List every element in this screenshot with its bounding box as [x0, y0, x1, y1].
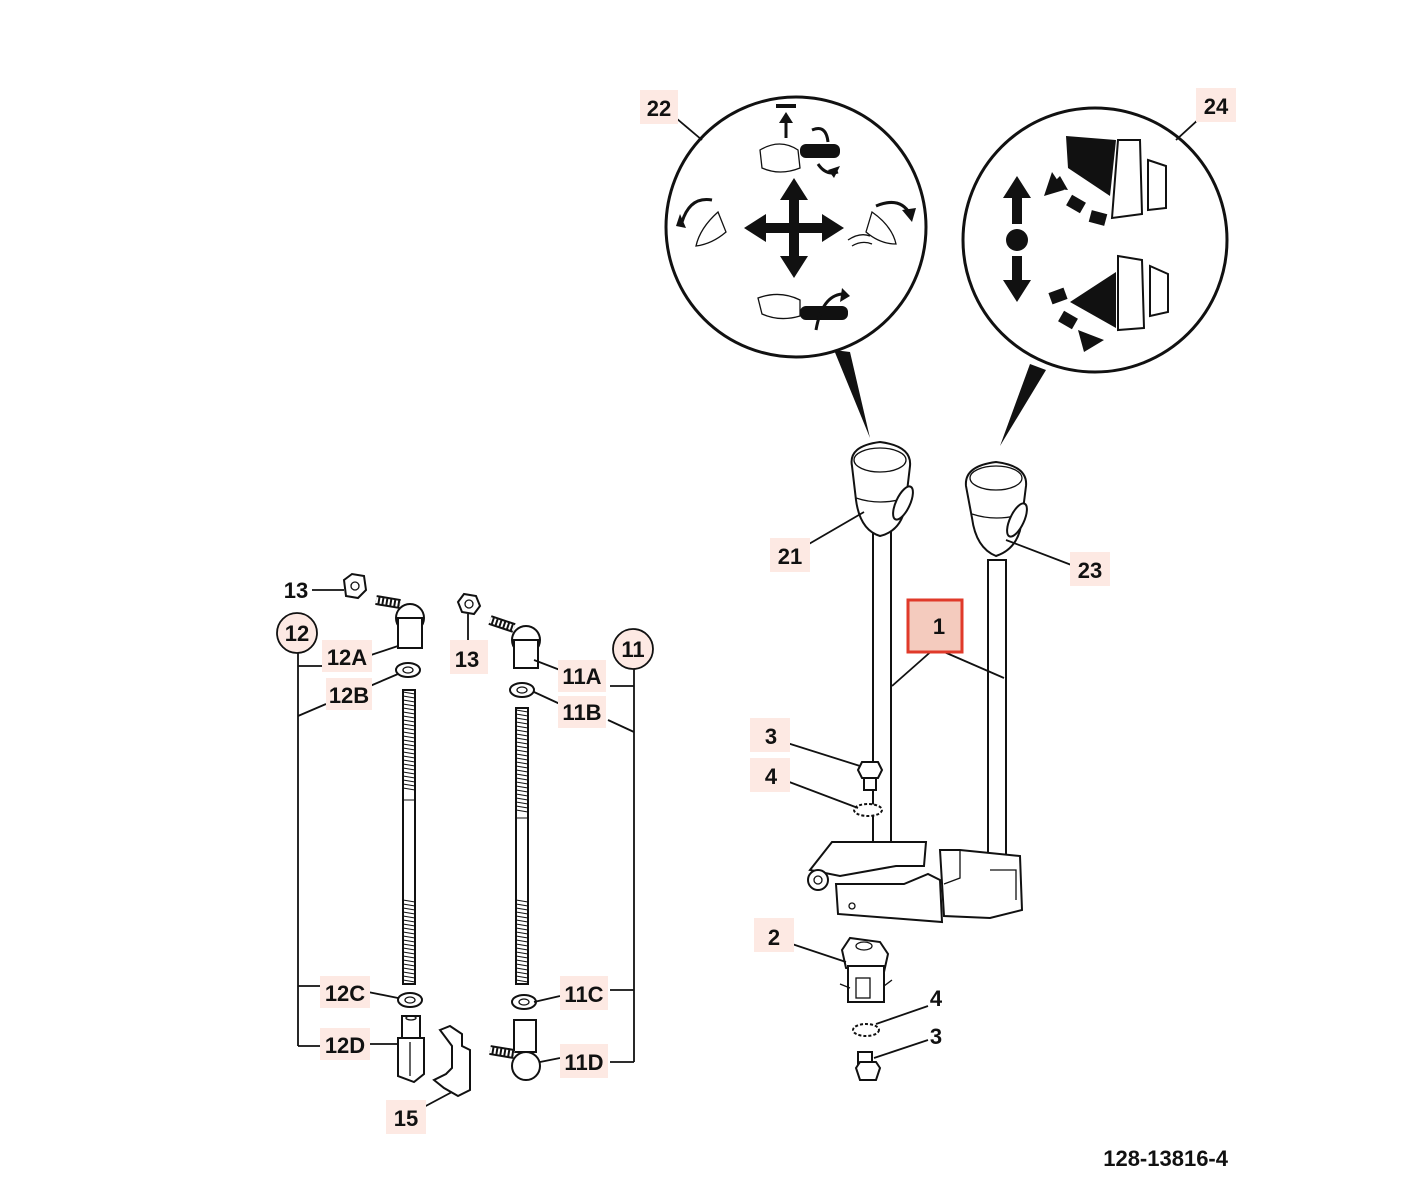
callout-12A[interactable]: 12A [322, 640, 372, 672]
up-down-arrow-icon [1003, 176, 1031, 302]
svg-text:2: 2 [768, 925, 780, 950]
callout-11A[interactable]: 11A [558, 660, 606, 692]
retaining-clip [432, 1024, 471, 1098]
callout-13-right[interactable]: 13 [450, 640, 488, 674]
callout-2[interactable]: 2 [754, 918, 794, 952]
bolt-upper [856, 761, 884, 791]
svg-text:12B: 12B [329, 683, 369, 708]
attachment-close-icon [1048, 254, 1169, 352]
rod-assembly-11 [456, 592, 541, 1081]
callout-4-upper[interactable]: 4 [750, 758, 790, 792]
callout-24[interactable]: 24 [1196, 88, 1236, 122]
callout-12C[interactable]: 12C [320, 976, 370, 1008]
lock-washer-lower [852, 1023, 880, 1037]
nut-13-right [456, 592, 482, 616]
leader-lines [312, 117, 1201, 1109]
bucket-dump-icon [847, 200, 916, 247]
boom-raise-icon [759, 104, 840, 178]
callout-12D[interactable]: 12D [320, 1028, 370, 1060]
callout-11-circle[interactable]: 11 [612, 628, 654, 670]
svg-text:12C: 12C [325, 981, 365, 1006]
group-bracket-12 [297, 652, 327, 1047]
callout-21[interactable]: 21 [770, 538, 810, 572]
svg-text:11: 11 [621, 637, 644, 662]
nut-13-left [342, 572, 368, 600]
svg-text:24: 24 [1204, 94, 1229, 119]
callout-3-upper[interactable]: 3 [750, 718, 790, 752]
four-way-arrow-icon [744, 178, 844, 278]
callout-4-lower[interactable]: 4 [930, 986, 943, 1011]
callout-23[interactable]: 23 [1070, 552, 1110, 586]
attachment-open-icon [1044, 136, 1167, 226]
joystick-left-symbol-circle [664, 95, 928, 438]
callout-3-lower[interactable]: 3 [930, 1024, 942, 1049]
callout-12-circle[interactable]: 12 [276, 612, 318, 654]
drawing-number: 128-13816-4 [1103, 1146, 1229, 1171]
lock-washer-upper [853, 803, 883, 817]
svg-text:12A: 12A [327, 645, 367, 670]
lever-mounting-bracket [807, 841, 1024, 924]
callout-13-left[interactable]: 13 [284, 578, 308, 603]
rod-assembly-12 [342, 572, 425, 1084]
callout-15[interactable]: 15 [386, 1100, 426, 1134]
callout-11B[interactable]: 11B [558, 696, 606, 728]
bolt-lower [854, 1051, 882, 1081]
svg-text:23: 23 [1078, 558, 1102, 583]
callout-12B[interactable]: 12B [326, 678, 372, 710]
svg-text:3: 3 [765, 724, 777, 749]
svg-text:13: 13 [284, 578, 308, 603]
callout-11C[interactable]: 11C [560, 976, 608, 1010]
svg-text:11B: 11B [562, 700, 601, 725]
svg-text:21: 21 [778, 544, 802, 569]
universal-joint [839, 936, 893, 1003]
svg-text:11D: 11D [564, 1050, 603, 1075]
joystick-lever-right [964, 460, 1028, 863]
svg-text:1: 1 [933, 614, 945, 639]
svg-text:11A: 11A [562, 664, 601, 689]
bucket-crowd-icon [676, 197, 727, 247]
boom-lower-icon [757, 288, 850, 331]
svg-text:3: 3 [930, 1024, 942, 1049]
svg-text:12D: 12D [325, 1033, 365, 1058]
svg-text:22: 22 [647, 96, 671, 121]
callout-11D[interactable]: 11D [560, 1044, 608, 1078]
joystick-right-symbol-circle [961, 106, 1229, 446]
svg-text:4: 4 [765, 764, 778, 789]
svg-text:12: 12 [285, 621, 309, 646]
group-bracket-11 [607, 668, 635, 1063]
svg-text:11C: 11C [564, 982, 603, 1007]
callout-22[interactable]: 22 [640, 90, 678, 124]
callout-1-selected[interactable]: 1 [906, 598, 964, 654]
svg-text:15: 15 [394, 1106, 418, 1131]
svg-text:4: 4 [930, 986, 943, 1011]
svg-text:13: 13 [455, 647, 479, 672]
